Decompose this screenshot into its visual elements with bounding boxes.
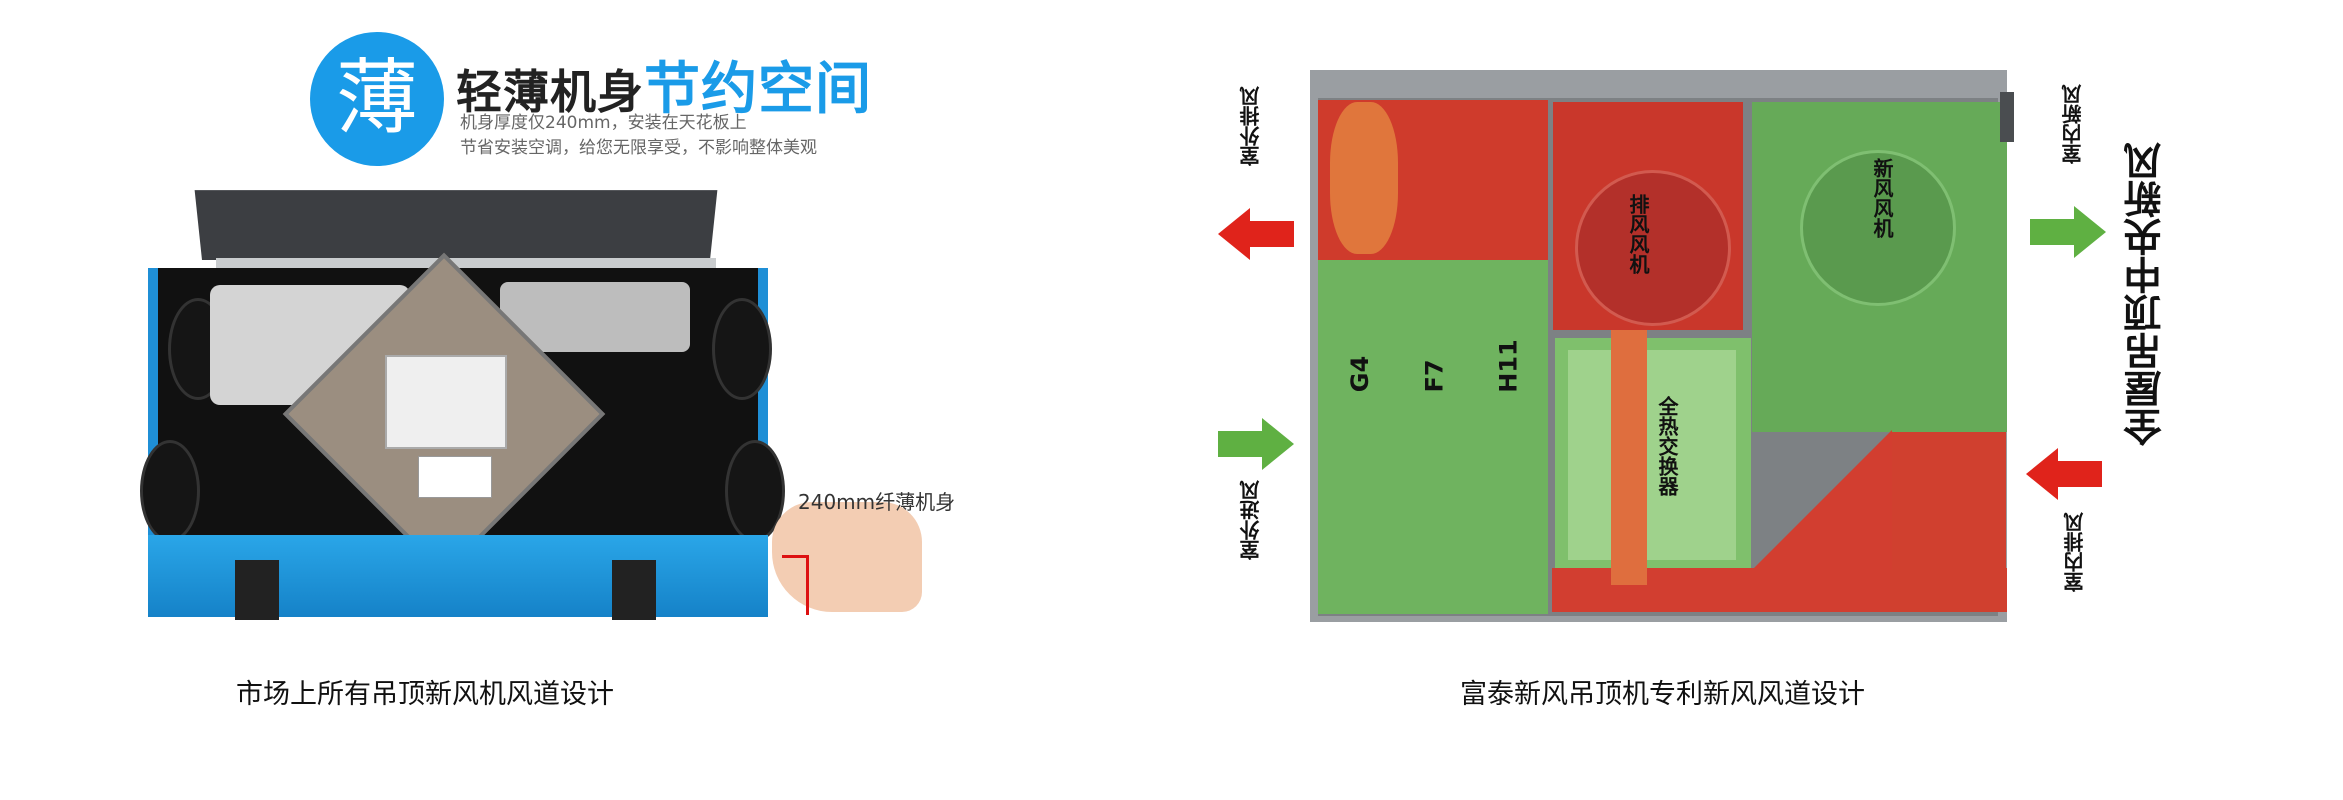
core-sticker [418,456,492,498]
headline-dark: 轻薄机身 [456,65,644,119]
supply-fan-label: 新风风机 [1870,158,1894,238]
exhaust-fan-wheel [1575,170,1731,326]
indoor-fresh-arrow-icon [2030,206,2110,258]
indoor-exhaust-label: 室内排风 [2063,512,2087,592]
right-caption: 富泰新风吊顶机专利新风风道设计 [1460,679,1865,710]
supply-fan-wheel [1800,150,1956,306]
exhaust-fan-label: 排风风机 [1626,194,1650,274]
outdoor-intake-arrow-icon [1218,418,1298,470]
exhaust-outlet-port [1330,102,1398,254]
filter-h11-label: H11 [1494,339,1523,393]
filter-f7-label: F7 [1420,359,1449,393]
heat-exchanger-core [1568,350,1736,560]
headline: 轻薄机身节约空间 [456,44,872,125]
outdoor-exhaust-label: 室外排风 [1239,86,1263,166]
unit-lid [194,190,718,260]
slogan-label: 全屋吊顶中央新风 [2124,142,2168,446]
outdoor-intake-label: 室外进风 [1239,480,1263,560]
filter-zone [1318,260,1548,614]
subline-thickness: 机身厚度仅240mm，安装在天花板上 [460,113,747,133]
exhaust-pipe [1611,330,1647,585]
outdoor-exhaust-arrow-icon [1218,208,1298,260]
left-caption: 市场上所有吊顶新风机风道设计 [236,679,614,710]
frame-bracket [2000,92,2014,142]
heat-exchanger-label: 全热交换器 [1655,396,1679,496]
exhaust-intake-zone [1890,432,2006,612]
headline-blue: 节约空间 [644,57,872,122]
thin-body-caption: 240mm纤薄机身 [798,490,956,514]
duct-port-top-right [712,298,772,400]
indoor-exhaust-arrow-icon [2026,448,2106,500]
subline-benefit: 节省安装空调，给您无限享受，不影响整体美观 [460,138,817,158]
filter-g4-label: G4 [1346,355,1375,393]
thin-badge: 薄 [310,32,444,166]
latch-right [612,560,656,620]
dimension-mark-horizontal [782,555,808,558]
dimension-mark-vertical [806,555,809,615]
duct-port-bottom-left [140,440,200,542]
core-label-plate [385,355,507,449]
latch-left [235,560,279,620]
indoor-fresh-label: 室内新风 [2061,84,2085,164]
